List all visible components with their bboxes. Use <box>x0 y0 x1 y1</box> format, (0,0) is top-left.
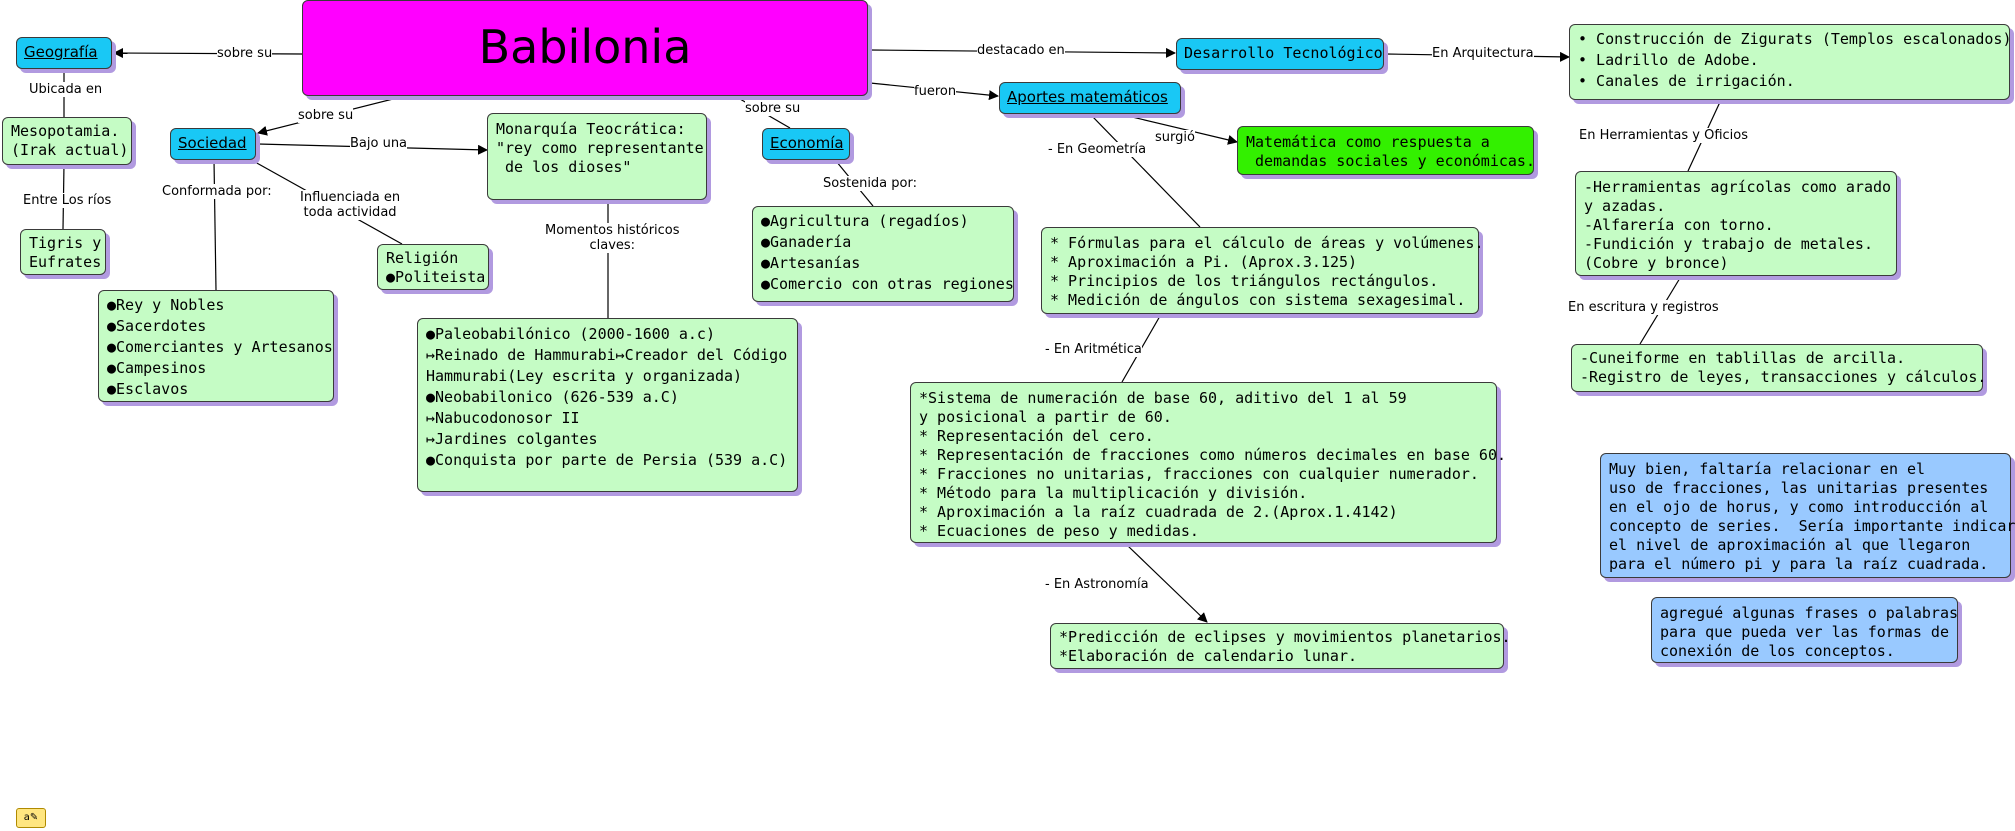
link-label-en-arquitectura: En Arquitectura <box>1432 46 1534 61</box>
link-aritmetica-astronomia <box>1127 545 1208 623</box>
link-aportes-geometria <box>1091 115 1201 228</box>
link-aportes-respuesta <box>1127 115 1238 145</box>
link-label-en-escritura: En escritura y registros <box>1568 300 1719 315</box>
concept-geografia[interactable]: Geografía <box>16 37 112 69</box>
concept-desarrollo-tecnologico[interactable]: Desarrollo Tecnológico <box>1176 38 1384 70</box>
link-label-sostenida-por: Sostenida por: <box>823 176 917 191</box>
concept-monarquia-teocratica[interactable]: Monarquía Teocrática: "rey como represen… <box>487 113 707 200</box>
concept-tigris-eufrates[interactable]: Tigris y Eufrates <box>20 229 106 275</box>
concept-herramientas-oficios[interactable]: -Herramientas agrícolas como arado y aza… <box>1575 171 1897 276</box>
link-label-sobre-su: sobre su <box>745 101 801 116</box>
link-label-bajo-una: Bajo una <box>350 136 408 151</box>
link-label-en-geometria: - En Geometría <box>1048 142 1147 157</box>
concept-astronomia[interactable]: *Predicción de eclipses y movimientos pl… <box>1050 623 1511 669</box>
root-concept-babilonia[interactable]: Babilonia <box>302 0 868 96</box>
link-label-surgio: surgió <box>1155 130 1195 145</box>
comment-note-teacher[interactable]: Muy bien, faltaría relacionar en el uso … <box>1600 453 2015 578</box>
concept-escritura-registros[interactable]: -Cuneiforme en tablillas de arcilla. -Re… <box>1571 344 1986 392</box>
link-label-destacado-en: destacado en <box>977 43 1065 58</box>
link-label-momentos: Momentos históricos claves: <box>545 223 680 253</box>
link-babilonia-geografia <box>113 48 303 59</box>
edit-icon[interactable]: a✎ <box>16 808 46 828</box>
concept-mesopotamia[interactable]: Mesopotamia. (Irak actual) <box>2 117 132 165</box>
link-sociedad-clases <box>213 159 217 291</box>
link-label-ubicada-en: Ubicada en <box>29 82 103 97</box>
link-label-en-astronomia: - En Astronomía <box>1045 577 1149 592</box>
comment-note-student[interactable]: agregué algunas frases o palabras para q… <box>1651 597 1958 663</box>
concept-geometria[interactable]: * Fórmulas para el cálculo de áreas y vo… <box>1041 227 1483 314</box>
concept-actividades-economicas[interactable]: ●Agricultura (regadíos) ●Ganadería ●Arte… <box>752 206 1014 302</box>
concept-economia[interactable]: Economía <box>762 128 850 160</box>
link-label-en-aritmetica: - En Aritmética <box>1045 342 1142 357</box>
link-label-influenciada: Influenciada en toda actividad <box>300 190 401 220</box>
link-label-entre-los-rios: Entre Los ríos <box>23 193 112 208</box>
concept-arquitectura[interactable]: • Construcción de Zigurats (Templos esca… <box>1569 24 2011 100</box>
link-label-conformada-por: Conformada por: <box>162 184 272 199</box>
concept-momentos-historicos[interactable]: ●Paleobabilónico (2000-1600 a.c) ↦Reinad… <box>417 318 798 492</box>
link-label-fueron: fueron <box>914 84 957 99</box>
link-label-sobre-su: sobre su <box>217 46 273 61</box>
concept-aritmetica[interactable]: *Sistema de numeración de base 60, aditi… <box>910 382 1506 543</box>
concept-sociedad[interactable]: Sociedad <box>170 128 256 160</box>
link-label-sobre-su: sobre su <box>298 108 354 123</box>
concept-clases-sociales[interactable]: ●Rey y Nobles ●Sacerdotes ●Comerciantes … <box>98 290 334 402</box>
concept-matematica-respuesta[interactable]: Matemática como respuesta a demandas soc… <box>1237 126 1535 175</box>
concept-aportes-matematicos[interactable]: Aportes matemáticos <box>999 82 1181 114</box>
concept-religion[interactable]: Religión ●Politeista <box>377 244 489 290</box>
link-label-en-herramientas: En Herramientas y Oficios <box>1579 128 1748 143</box>
